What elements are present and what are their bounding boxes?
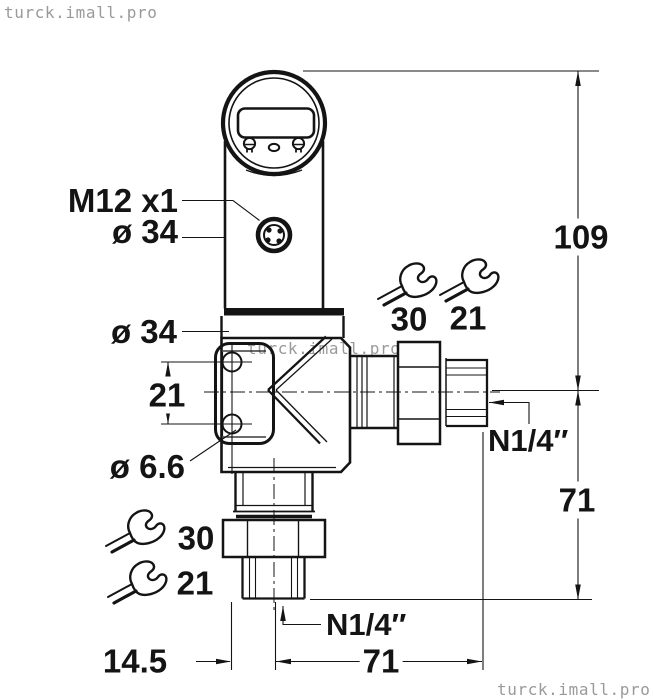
- wrench-size-bottom-21: 21: [176, 564, 214, 602]
- dimension-arrowheads: [165, 71, 581, 665]
- watermark-bottom-right: turck.imall.pro: [497, 680, 651, 699]
- valve-block: [214, 335, 352, 474]
- wrench-icon-top-30: [376, 261, 438, 307]
- side-hex-nut: [396, 340, 442, 446]
- button-middle-icon: [267, 142, 281, 153]
- body-diameter-label: ø 34: [110, 313, 177, 350]
- watermark-center: turck.imall.pro: [247, 339, 401, 358]
- lower-height-dimension: 71: [555, 481, 599, 519]
- n14-side-leader-line: [489, 401, 530, 424]
- wrench-icon-bottom-21: [106, 559, 168, 605]
- n14-bottom-leader-line: [282, 606, 321, 626]
- body-step: [220, 316, 345, 338]
- wrench-icon-bottom-30: [104, 508, 166, 554]
- button-right-icon: [291, 136, 306, 153]
- display-head: [220, 69, 328, 177]
- side-port: [204, 340, 500, 446]
- connector-thread-label: M12 x1: [67, 182, 178, 219]
- watermark-top-left: turck.imall.pro: [4, 3, 158, 22]
- mounting-flange: [214, 342, 275, 445]
- seal-band: [224, 308, 344, 316]
- head-diameter-label: ø 34: [111, 213, 178, 250]
- wrench-size-top-21: 21: [449, 299, 487, 337]
- hole-spacing-dimension: 21: [145, 376, 189, 414]
- bottom-length-dimension: 71: [359, 642, 403, 680]
- m12-leader-line: [182, 199, 260, 221]
- wrench-icon-top-21: [438, 257, 500, 303]
- side-port-thread-label: N1/4″: [488, 423, 569, 458]
- side-threaded-stub: [446, 358, 489, 428]
- bottom-port-thread-label: N1/4″: [326, 607, 407, 642]
- m12-connector-icon: [255, 216, 293, 254]
- bottom-port-offset-dimension: 14.5: [102, 642, 168, 680]
- d66-leader-line: [189, 429, 237, 462]
- button-left-icon: [242, 136, 257, 153]
- mounting-hole-diameter-label: ø 6.6: [109, 448, 185, 485]
- lcd-display: [236, 107, 316, 139]
- bottom-threaded-stub: [241, 557, 306, 599]
- overall-height-dimension: 109: [550, 218, 612, 256]
- wrench-size-top-30: 30: [390, 300, 428, 338]
- wrench-size-bottom-30: 30: [177, 519, 215, 557]
- sensor-body: [223, 141, 325, 309]
- bottom-port: [221, 458, 327, 612]
